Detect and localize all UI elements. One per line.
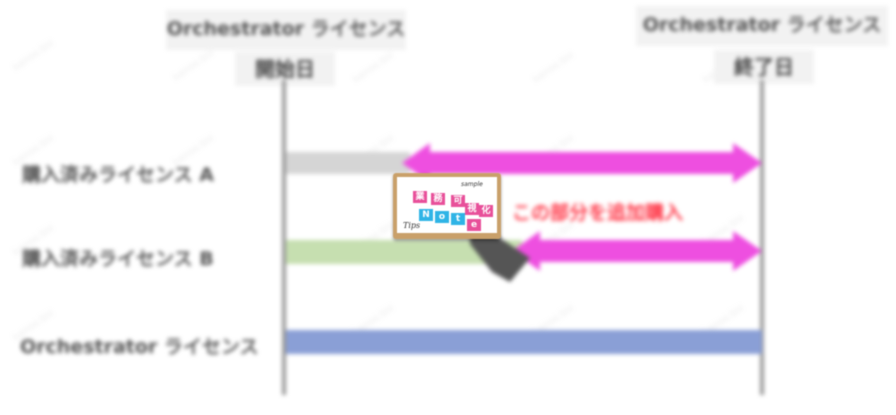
row-label-a: 購入済みライセンス A: [22, 164, 214, 186]
end-line: [760, 80, 764, 395]
logo-tile: N: [419, 209, 433, 221]
license-a-bar: [286, 152, 410, 174]
logo-tile: 業: [413, 191, 427, 203]
end-header-date: 終了日: [714, 50, 814, 84]
start-line: [282, 80, 286, 395]
row-label-b: 購入済みライセンス B: [22, 248, 214, 270]
logo-tile: 可: [451, 195, 465, 207]
logo-tile: e: [467, 219, 481, 231]
row-label-orchestrator: Orchestrator ライセンス: [20, 336, 259, 358]
end-header-title: Orchestrator ライセンス: [636, 6, 888, 46]
purchase-arrow-b: [512, 231, 762, 271]
logo-tile: o: [435, 211, 449, 223]
logo-tile: 視: [465, 203, 479, 215]
logo-tile: 化: [479, 205, 493, 217]
notebook-logo: 業 務 可 視 化 N o t e Tips sample: [393, 173, 501, 239]
orchestrator-bar: [286, 330, 762, 354]
start-header-title: Orchestrator ライセンス: [166, 10, 406, 50]
logo-sample-text: sample: [461, 181, 483, 188]
logo-tile: 務: [431, 193, 445, 205]
logo-left-page: [397, 177, 447, 233]
additional-purchase-note: この部分を追加購入: [512, 202, 684, 224]
logo-tile: t: [451, 213, 465, 225]
logo-tips-text: Tips: [403, 221, 421, 230]
